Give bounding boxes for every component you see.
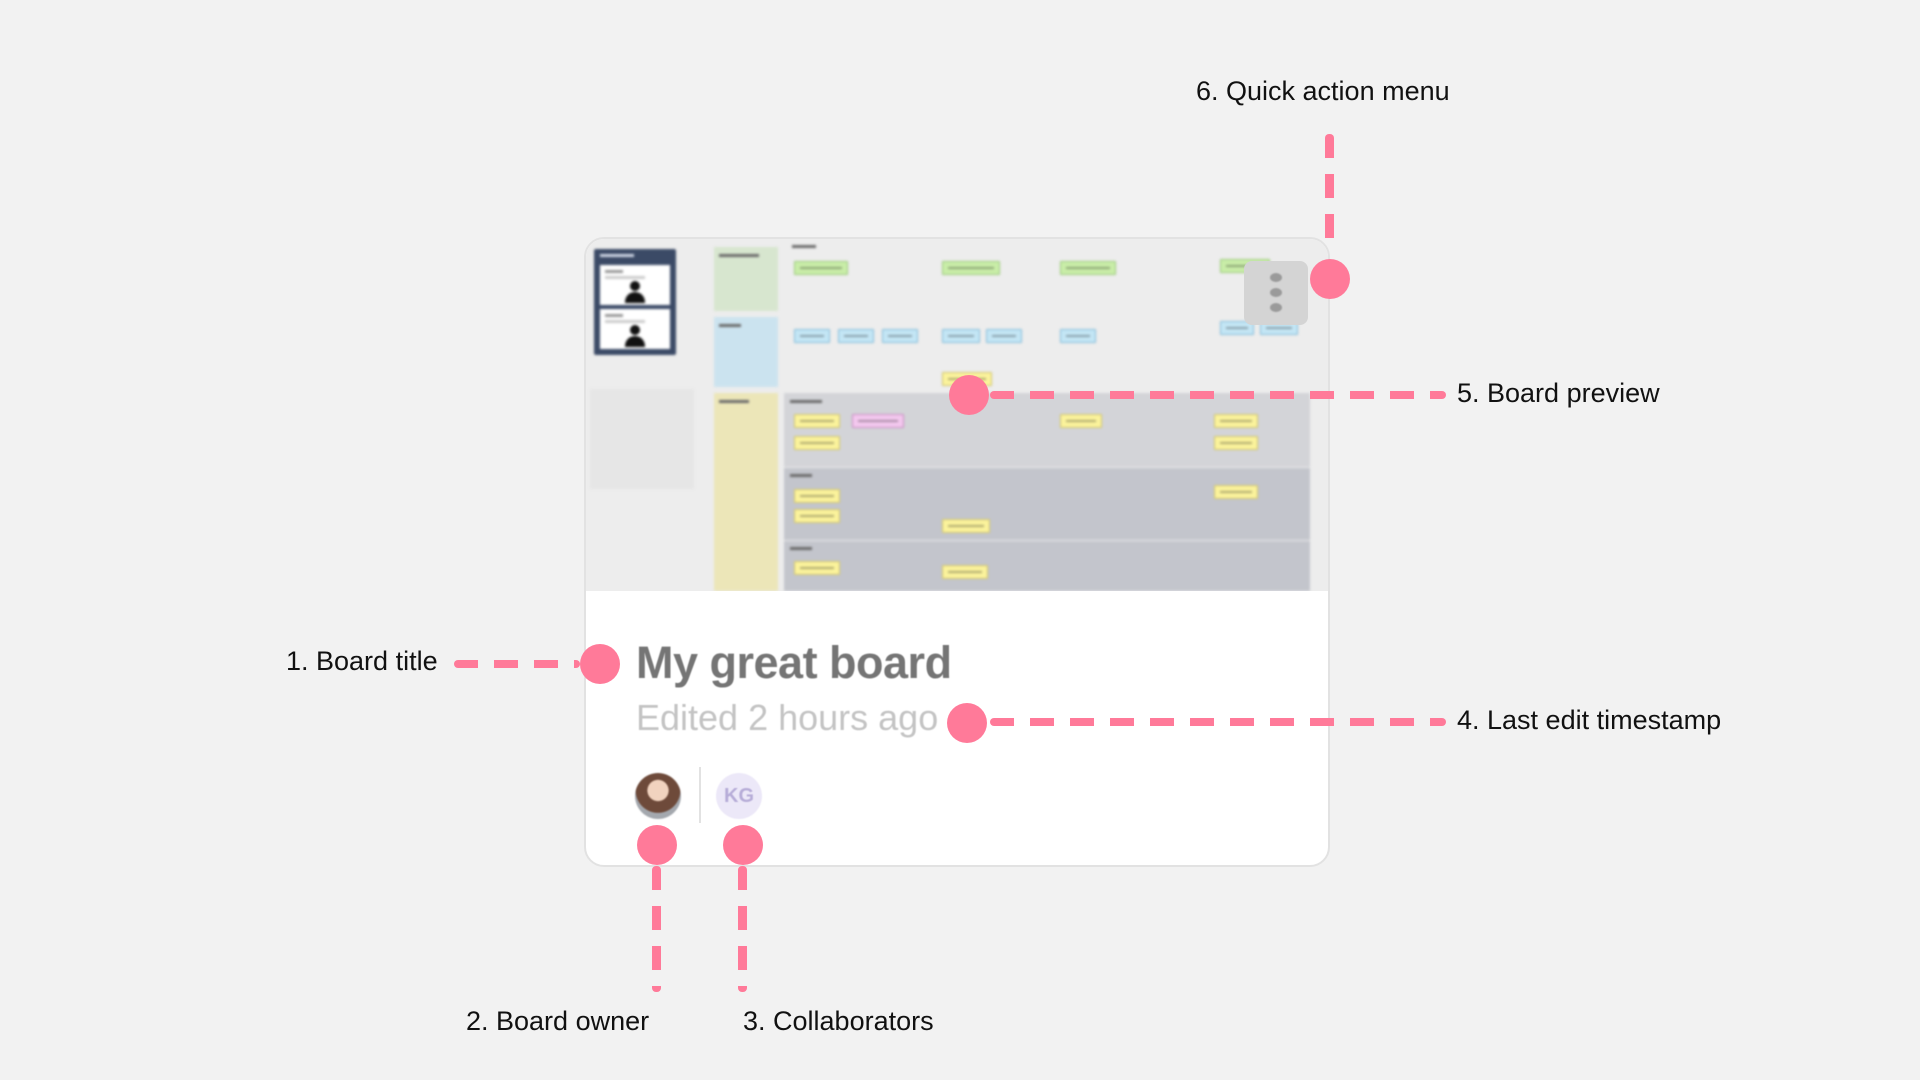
sticky-note: [882, 329, 918, 343]
last-edit-timestamp: Edited 2 hours ago: [636, 697, 939, 738]
sticky-note: [1060, 414, 1102, 428]
callout-board-owner-label: 2. Board owner: [466, 1006, 650, 1036]
lane-user-stories: [714, 393, 778, 591]
callout-marker: [723, 825, 763, 865]
sticky-note: [794, 509, 840, 523]
sticky-note: [942, 565, 988, 579]
sticky-note: [942, 519, 990, 533]
sticky-note: [942, 329, 980, 343]
sticky-note: [852, 414, 904, 428]
lane-activities: [714, 247, 778, 311]
sticky-note: [1214, 436, 1258, 450]
persona-card: [594, 249, 676, 355]
collaborator-avatar[interactable]: KG: [716, 773, 762, 819]
avatar-divider: [699, 767, 701, 823]
sticky-note: [1214, 485, 1258, 499]
callout-connector: [990, 718, 1446, 726]
sticky-note: [942, 261, 1000, 275]
person-silhouette-icon: [630, 281, 640, 291]
board-preview-thumbnail: [586, 239, 1328, 591]
callout-marker: [949, 375, 989, 415]
release-band-1: [784, 393, 1310, 467]
sticky-note: [1060, 329, 1096, 343]
person-silhouette-icon: [630, 325, 640, 335]
sticky-note: [1060, 261, 1116, 275]
callout-marker: [637, 825, 677, 865]
sticky-note: [794, 261, 848, 275]
sticky-note: [794, 489, 840, 503]
callout-connector: [738, 866, 747, 992]
sticky-note: [986, 329, 1022, 343]
callout-marker: [580, 644, 620, 684]
lane-tasks: [714, 317, 778, 387]
callout-last-edit-timestamp-label: 4. Last edit timestamp: [1457, 705, 1722, 735]
callout-collaborators-label: 3. Collaborators: [743, 1006, 934, 1036]
board-preview[interactable]: [586, 239, 1328, 591]
callout-connector: [990, 391, 1446, 399]
board-title[interactable]: My great board: [636, 637, 952, 688]
board-owner-avatar[interactable]: [635, 773, 681, 819]
callout-board-title-label: 1. Board title: [286, 646, 438, 676]
callout-marker: [947, 703, 987, 743]
sticky-note: [794, 436, 840, 450]
callout-connector: [454, 660, 580, 668]
callout-connector: [652, 866, 661, 992]
sticky-note: [794, 561, 840, 575]
release-band-2: [784, 468, 1310, 540]
sticky-note: [1220, 321, 1254, 335]
sticky-note: [1214, 414, 1258, 428]
sticky-note: [794, 414, 840, 428]
sticky-note: [794, 329, 830, 343]
release-band-3: [784, 541, 1310, 591]
callout-quick-action-menu-label: 6. Quick action menu: [1196, 76, 1450, 106]
board-card[interactable]: My great board Edited 2 hours ago KG: [584, 237, 1330, 867]
callout-board-preview-label: 5. Board preview: [1457, 378, 1660, 408]
quick-action-menu-button[interactable]: [1244, 261, 1308, 325]
persona-placeholder: [590, 389, 694, 489]
callout-connector: [1325, 134, 1334, 254]
sticky-note: [838, 329, 874, 343]
callout-marker: [1310, 259, 1350, 299]
